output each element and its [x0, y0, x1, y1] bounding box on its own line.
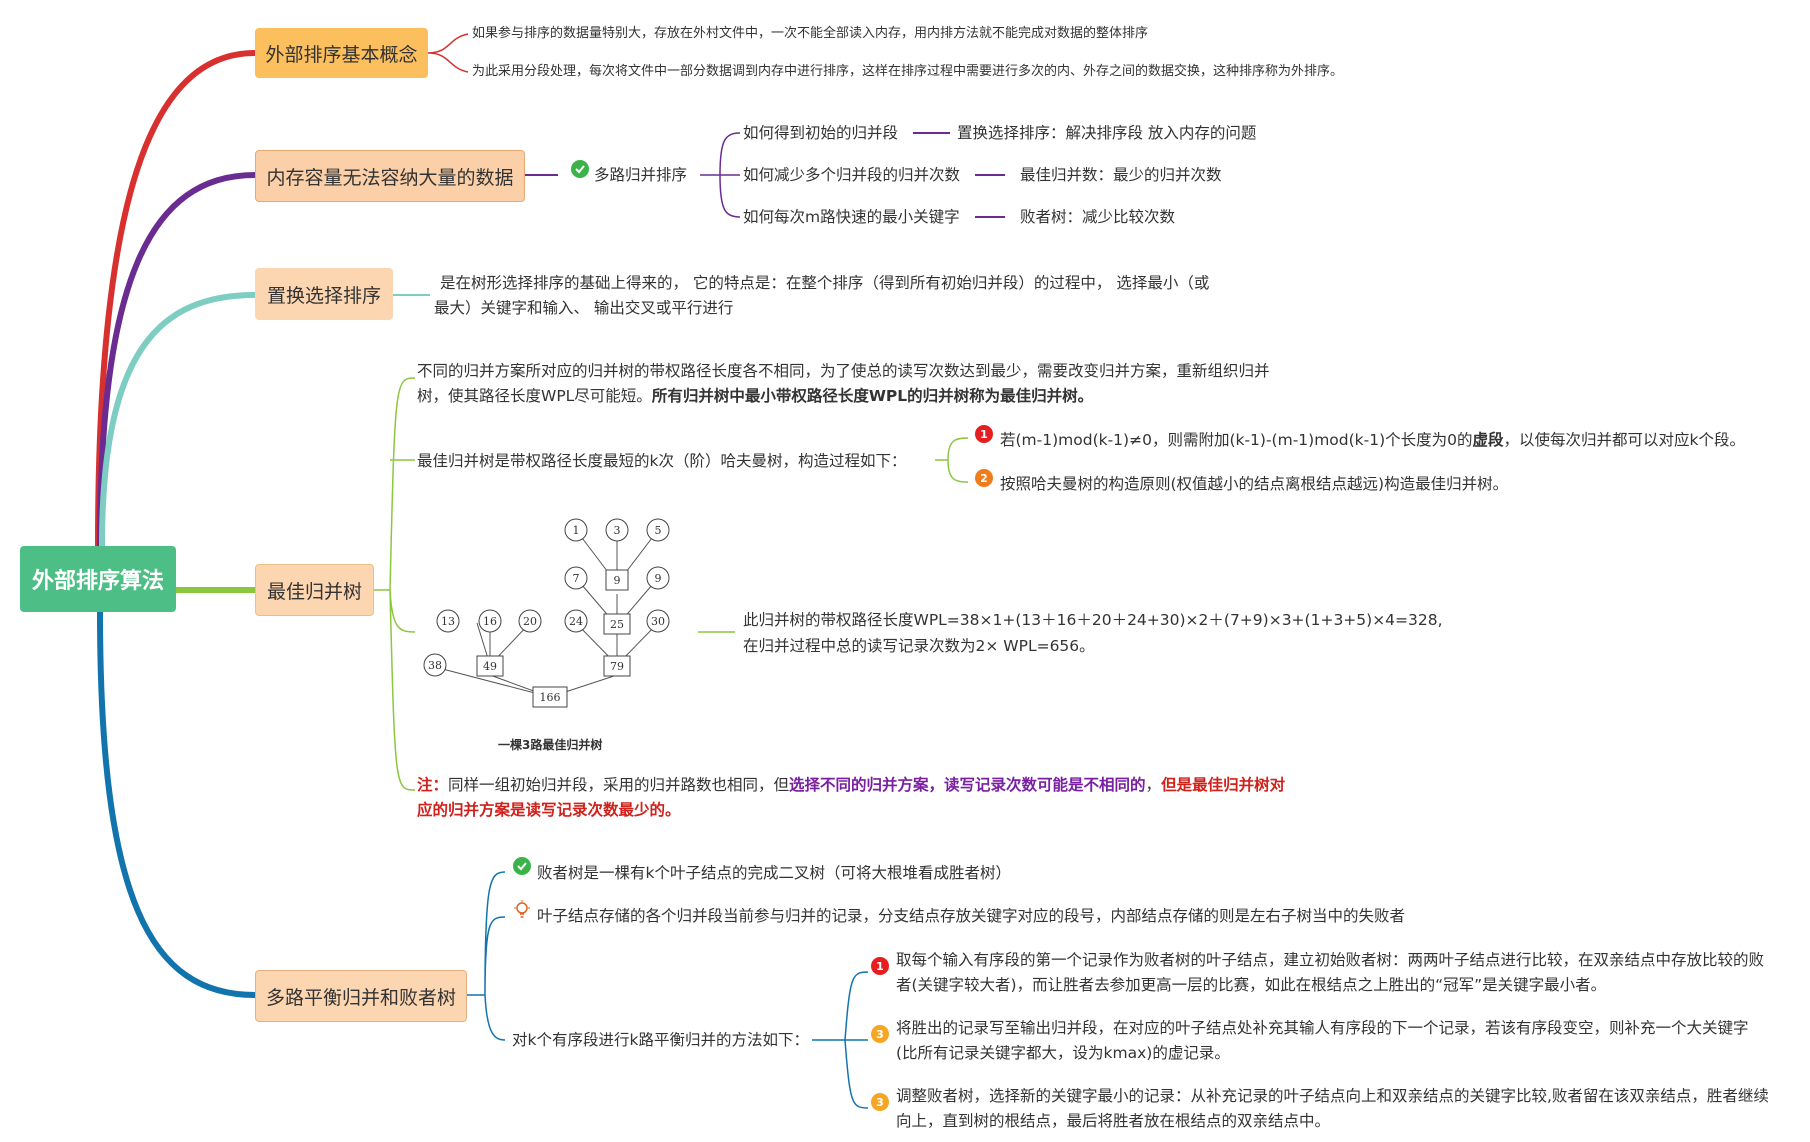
- merge-tree-diagram: 1 3 5 7 9 9 13 16 20 24 25 30 38 49 79 1…: [423, 518, 670, 708]
- label-38: 38: [428, 659, 442, 672]
- answer-optimal-merge: 最佳归并数：最少的归并次数: [1020, 166, 1222, 184]
- tree-node-79: [603, 655, 631, 677]
- optimal-p2: 最佳归并树是带权路径长度最短的k次（阶）哈夫曼树，构造过程如下：: [417, 452, 907, 470]
- label-7: 7: [573, 572, 580, 585]
- step-badge-1: 1: [975, 425, 993, 443]
- replacement-desc-line-2: 最大）关键字和输入、 输出交叉或平行进行: [434, 299, 734, 317]
- tree-node-25: [603, 613, 631, 635]
- note-line-1: 注：同样一组初始归并段，采用的归并路数也相同，但选择不同的归并方案，读写记录次数…: [417, 776, 1286, 794]
- loser-step-badge-2: 3: [871, 1025, 889, 1043]
- optimal-step-2: 按照哈夫曼树的构造原则(权值越小的结点离根结点越远)构造最佳归并树。: [1000, 475, 1509, 493]
- label-49: 49: [483, 660, 497, 673]
- tree-leaf-38: [423, 653, 447, 677]
- optimal-step-1: 若(m-1)mod(k-1)≠0，则需附加(k-1)-(m-1)mod(k-1)…: [1000, 431, 1746, 449]
- tree-leaf-5: [646, 518, 670, 542]
- lightbulb-icon: [514, 900, 530, 918]
- tree-root-166: [532, 686, 568, 708]
- answer-loser-tree: 败者树：减少比较次数: [1020, 208, 1176, 226]
- multiway-merge-sort: 多路归并排序: [594, 166, 688, 184]
- label-13: 13: [441, 615, 455, 628]
- branch-external-sort-concept[interactable]: 外部排序基本概念: [255, 28, 428, 78]
- wpl-line-1: 此归并树的带权路径长度WPL=38×1+(13＋16＋20＋24+30)×2＋(…: [743, 611, 1443, 629]
- loser-step-3-line-1: 调整败者树，选择新的关键字最小的记录：从补充记录的叶子结点向上和双亲结点的关键字…: [896, 1087, 1769, 1105]
- tree-leaf-9b: [646, 566, 670, 590]
- wpl-line-2: 在归并过程中总的读写记录次数为2× WPL=656。: [743, 637, 1095, 655]
- label-1: 1: [573, 524, 580, 537]
- tree-leaf-1: [564, 518, 588, 542]
- question-reduce-merges: 如何减少多个归并段的归并次数: [743, 166, 961, 184]
- tree-leaf-3: [605, 518, 629, 542]
- replacement-desc-line-1: 是在树形选择排序的基础上得来的， 它的特点是：在整个排序（得到所有初始归并段）的…: [440, 274, 1210, 292]
- tree-node-9: [605, 569, 629, 591]
- label-9b: 9: [655, 572, 662, 585]
- loser-step-2-line-2: (比所有记录关键字都大，设为kmax)的虚记录。: [896, 1044, 1230, 1062]
- loser-tree-def: 败者树是一棵有k个叶子结点的完成二叉树（可将大根堆看成胜者树）: [537, 864, 1011, 882]
- label-16: 16: [483, 615, 497, 628]
- answer-replacement-selection: 置换选择排序：解决排序段 放入内存的问题: [957, 124, 1257, 142]
- label-30: 30: [651, 615, 665, 628]
- label-24: 24: [569, 615, 583, 628]
- tree-node-49: [476, 655, 504, 677]
- branch-optimal-merge-tree[interactable]: 最佳归并树: [255, 564, 374, 616]
- concept-line-1: 如果参与排序的数据量特别大，存放在外村文件中，一次不能全部读入内存，用内排方法就…: [472, 26, 1149, 41]
- tree-leaf-16: [478, 609, 502, 633]
- loser-step-1-line-1: 取每个输入有序段的第一个记录作为败者树的叶子结点，建立初始败者树：两两叶子结点进…: [896, 951, 1765, 969]
- optimal-p1-line-2: 树，使其路径长度WPL尽可能短。所有归并树中最小带权路径长度WPL的归并树称为最…: [417, 387, 1094, 405]
- loser-step-badge-3: 3: [871, 1093, 889, 1111]
- loser-step-2-line-1: 将胜出的记录写至输出归并段，在对应的叶子结点处补充其输人有序段的下一个记录，若该…: [896, 1019, 1749, 1037]
- label-79: 79: [610, 660, 624, 673]
- loser-step-badge-1: 1: [871, 957, 889, 975]
- label-3: 3: [614, 524, 621, 537]
- loser-step-3-line-2: 向上，直到树的根结点，最后将胜者放在根结点的双亲结点中。: [896, 1112, 1331, 1130]
- branch-memory-capacity[interactable]: 内存容量无法容纳大量的数据: [255, 150, 525, 202]
- label-9: 9: [614, 574, 621, 587]
- concept-line-2: 为此采用分段处理，每次将文件中一部分数据调到内存中进行排序，这样在排序过程中需要…: [472, 64, 1344, 79]
- label-166: 166: [540, 691, 561, 704]
- label-20: 20: [523, 615, 537, 628]
- step-badge-2: 2: [975, 469, 993, 487]
- tree-leaf-30: [646, 609, 670, 633]
- branch-loser-tree[interactable]: 多路平衡归并和败者树: [255, 970, 467, 1022]
- check-icon: [571, 160, 589, 178]
- tree-leaf-7: [564, 566, 588, 590]
- branch-replacement-selection[interactable]: 置换选择排序: [255, 268, 393, 320]
- tree-leaf-13: [436, 609, 460, 633]
- tree-caption: 一棵3路最佳归并树: [498, 738, 603, 752]
- question-min-key: 如何每次m路快速的最小关键字: [743, 208, 960, 226]
- loser-step-1-line-2: 者(关键字较大者)，而让胜者去参加更高一层的比赛，如此在根结点之上胜出的“冠军”…: [896, 976, 1607, 994]
- check-icon-2: [513, 857, 531, 875]
- note-line-2: 应的归并方案是读写记录次数最少的。: [417, 801, 681, 819]
- optimal-p1-line-1: 不同的归并方案所对应的归并树的带权路径长度各不相同，为了使总的读写次数达到最少，…: [417, 362, 1270, 380]
- leaf-node-desc: 叶子结点存储的各个归并段当前参与归并的记录，分支结点存放关键字对应的段号，内部结…: [537, 907, 1406, 925]
- tree-leaf-24: [564, 609, 588, 633]
- label-5: 5: [655, 524, 662, 537]
- root-node[interactable]: 外部排序算法: [20, 546, 176, 612]
- question-initial-runs: 如何得到初始的归并段: [743, 124, 899, 142]
- label-25: 25: [610, 618, 624, 631]
- tree-leaf-20: [518, 609, 542, 633]
- kway-method: 对k个有序段进行k路平衡归并的方法如下：: [512, 1031, 809, 1049]
